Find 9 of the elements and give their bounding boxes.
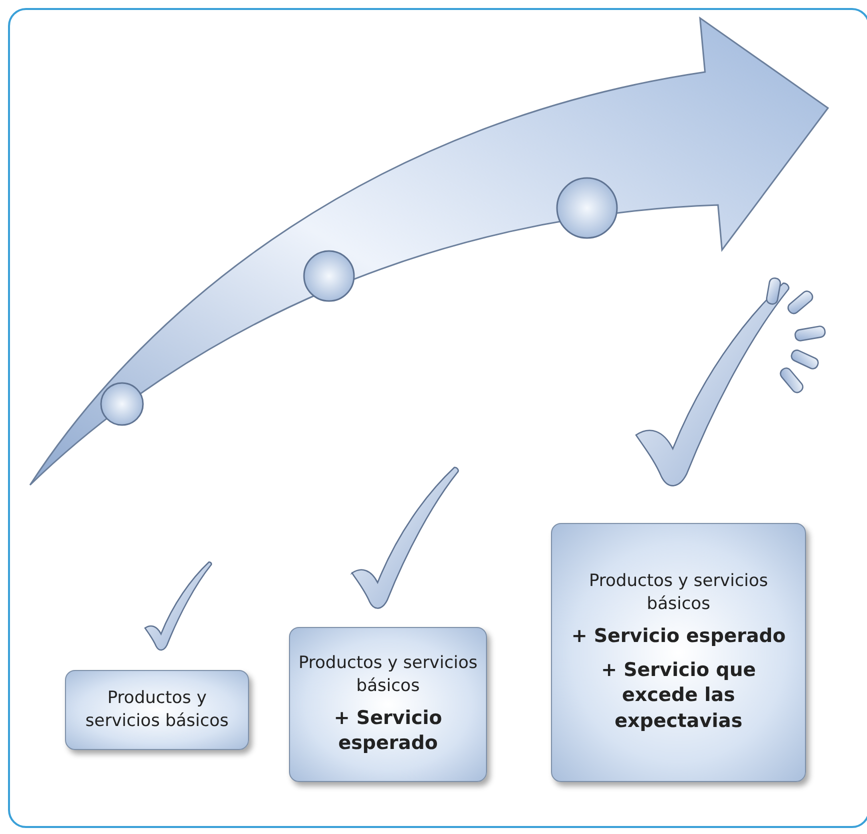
stage-text: + Servicio esperado [571,624,786,650]
stage-text: Productos y servicios básicos [588,570,770,616]
stage-text: Productos y servicios básicos [298,652,478,698]
stage-box [65,670,249,750]
stage-text: + Servicio esperado [332,706,444,756]
stage-text: + Servicio que excede las expectavias [600,658,757,734]
stage-box [551,523,806,782]
stage-text: Productos y servicios básicos [84,687,230,733]
stage-box [289,627,487,782]
